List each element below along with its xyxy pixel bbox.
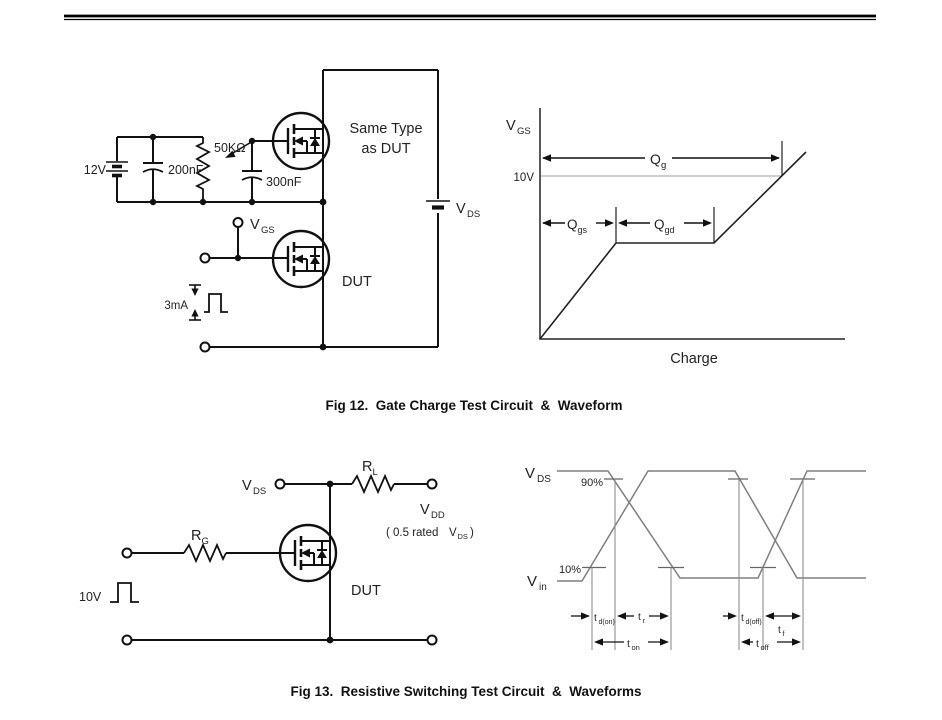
x-axis-label: Charge [670,351,718,367]
vds-label: V [456,201,466,217]
qgs-label-sub: gs [578,225,588,235]
qgs-arrow-right [605,219,614,227]
qgd-arrow-right [703,219,712,227]
current-arrow-down [191,288,199,296]
rg-label: R [191,528,201,544]
y-axis-label: V [506,118,516,134]
qgd-label: Q [654,217,665,232]
rl-label-sub: L [373,467,378,478]
vgs-label-sub: GS [261,225,275,236]
junction-dots [326,480,334,644]
tf-label-sub: f [783,631,785,638]
tr-label-sub: r [643,618,646,625]
qgs-arrow-left [542,219,551,227]
vin-trace [557,470,866,582]
tr-label: t [638,612,641,623]
pot-label: 50KΩ [214,141,246,155]
reference-ticks [615,141,783,243]
cap2-label: 300nF [266,175,302,189]
fig13-circuit: V DS R L V DD ( 0.5 rated V DS ) R G DUT… [79,459,474,646]
vds-trace [557,470,866,579]
rl-label: R [362,459,372,475]
p90-label: 90% [581,477,603,489]
vdd-note-v-sub: DS [458,532,468,541]
qg-arrow-right [771,154,780,162]
toff-label-sub: off [761,643,770,652]
tf-label: t [778,625,781,636]
tdoff-label: t [741,613,744,624]
vin-trace-label-sub: in [539,582,547,593]
timing-arrowheads [581,612,801,646]
same-type-line2: as DUT [361,141,410,157]
y-axis-label-sub: GS [517,126,531,137]
fig12-circuit: 12V 200nF 50KΩ 300nF Same Type as DUT V … [84,69,480,353]
pot-wiper-arrow [225,150,236,158]
vdd-note-pre: ( 0.5 rated [386,527,438,539]
qg-arrow-left [542,154,551,162]
current-arrow-up [191,309,199,317]
vds-trace-label-sub: DS [537,474,551,485]
supply-label: 12V [84,163,107,177]
fig12-wiring [106,69,450,348]
toff-label: t [756,638,759,650]
vgs-charge-curve [539,151,807,340]
vdd-note-post: ) [470,527,474,539]
vgs-label: V [250,217,260,233]
qg-label: Q [650,151,661,167]
tdoff-label-sub: d(off) [746,619,762,626]
qgd-label-sub: gd [665,225,675,235]
pulse-label: 10V [79,590,102,604]
qg-label-sub: g [661,160,666,171]
qgd-arrow-left [618,219,627,227]
qgs-label: Q [567,217,578,232]
junction-dots [149,133,327,351]
vds-node-label: V [242,478,252,494]
vds-label-sub: DS [467,209,480,220]
vds-trace-label: V [525,465,535,482]
fig12-waveform: V GS 10V Q g Q gs Q gd Charge [506,108,845,367]
fig13-wiring [110,473,428,641]
vdd-label-sub: DD [431,510,445,521]
reference-lines [591,479,804,650]
dut-label: DUT [351,583,381,599]
vdd-note-v: V [449,527,457,539]
vin-trace-label: V [527,573,537,590]
p10-label: 10% [559,564,581,576]
pulse-current-label: 3mA [164,300,188,312]
same-type-line1: Same Type [349,121,422,137]
page-top-rule [64,14,876,21]
dut-label: DUT [342,274,372,290]
tdon-label: t [594,613,597,624]
vdd-label: V [420,502,430,518]
level-10v-label: 10V [514,172,535,184]
ton-label-sub: on [632,643,640,652]
fig13-waveform: V DS V in 90% 10% t d(on) t r t on t d(o… [525,465,866,652]
terminals [121,478,438,646]
terminals [199,217,244,353]
ton-label: t [627,638,630,650]
fig13-caption: Fig 13. Resistive Switching Test Circuit… [290,684,642,699]
tdon-label-sub: d(on) [599,619,615,626]
waveform-traces [557,470,866,582]
fig12-caption: Fig 12. Gate Charge Test Circuit & Wavef… [325,398,623,413]
cap1-label: 200nF [168,163,204,177]
vds-node-label-sub: DS [253,486,266,497]
rg-label-sub: G [202,536,209,547]
